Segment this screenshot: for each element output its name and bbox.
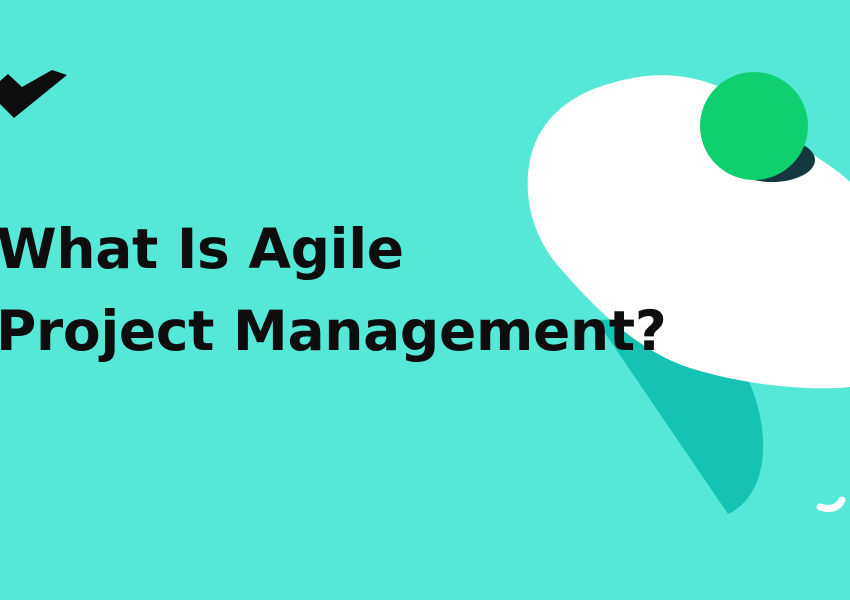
green-circle-shape	[700, 72, 808, 180]
checkmark-logo-icon	[0, 70, 67, 118]
headline-line-1: What Is Agile	[0, 217, 404, 281]
white-hook-shape	[816, 496, 846, 512]
page-title: What Is Agile Project Management?	[0, 208, 667, 372]
headline-line-2: Project Management?	[0, 299, 667, 363]
